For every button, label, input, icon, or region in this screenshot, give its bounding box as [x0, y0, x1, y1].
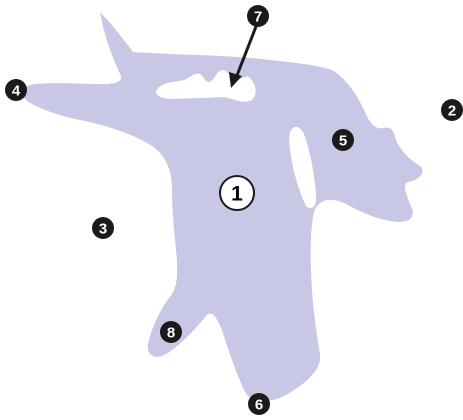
marker-5-label: 5	[339, 133, 347, 150]
marker-1[interactable]: 1	[220, 176, 254, 210]
marker-4-label: 4	[12, 83, 21, 100]
marker-6-label: 6	[255, 397, 263, 414]
marker-3[interactable]: 3	[92, 217, 114, 239]
marker-5[interactable]: 5	[332, 129, 354, 151]
marker-4[interactable]: 4	[5, 79, 27, 101]
marker-7[interactable]: 7	[247, 5, 269, 27]
marker-1-label: 1	[231, 183, 243, 206]
marker-3-label: 3	[99, 221, 107, 238]
marker-7-label: 7	[254, 9, 262, 26]
marker-8[interactable]: 8	[160, 321, 182, 343]
marker-8-label: 8	[167, 325, 175, 342]
marker-2-label: 2	[448, 103, 456, 120]
marker-2[interactable]: 2	[441, 99, 463, 121]
marker-6[interactable]: 6	[248, 393, 270, 415]
